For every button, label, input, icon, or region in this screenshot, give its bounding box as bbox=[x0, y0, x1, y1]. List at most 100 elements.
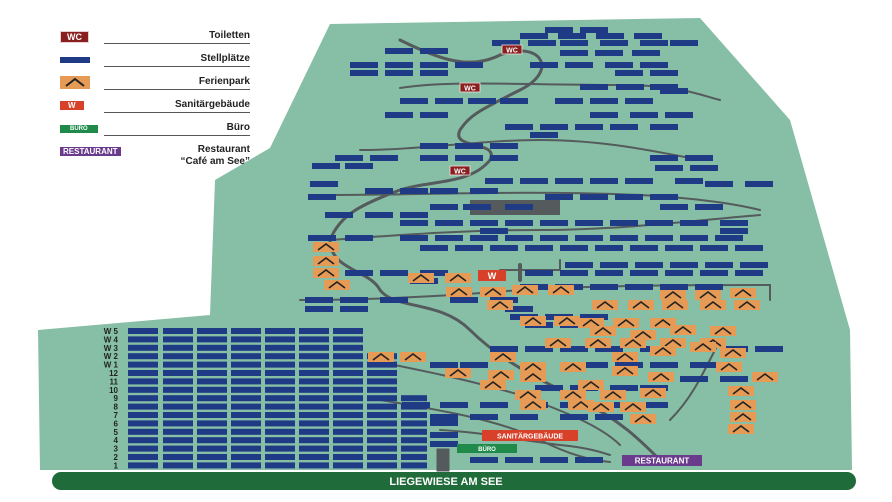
pitch[interactable] bbox=[510, 414, 538, 420]
pitch[interactable] bbox=[385, 70, 413, 76]
pitch[interactable] bbox=[128, 437, 158, 444]
pitch[interactable] bbox=[231, 328, 261, 334]
pitch[interactable] bbox=[630, 112, 658, 118]
sanitaergebaeude-building[interactable]: SANITÄRGEBÄUDE bbox=[482, 430, 578, 441]
pitch[interactable] bbox=[401, 462, 427, 469]
pitch[interactable] bbox=[635, 262, 663, 268]
holiday-home[interactable] bbox=[545, 338, 571, 348]
pitch[interactable] bbox=[197, 454, 227, 460]
pitch[interactable] bbox=[299, 403, 329, 410]
pitch[interactable] bbox=[385, 62, 413, 68]
pitch[interactable] bbox=[560, 414, 588, 420]
pitch[interactable] bbox=[299, 328, 329, 334]
pitch[interactable] bbox=[420, 70, 448, 76]
pitch[interactable] bbox=[615, 194, 643, 200]
pitch[interactable] bbox=[480, 402, 508, 408]
pitch[interactable] bbox=[590, 178, 618, 184]
pitch[interactable] bbox=[580, 194, 608, 200]
pitch[interactable] bbox=[350, 62, 378, 68]
pitch[interactable] bbox=[660, 204, 688, 210]
pitch[interactable] bbox=[430, 441, 458, 447]
holiday-home[interactable] bbox=[695, 290, 721, 300]
pitch[interactable] bbox=[580, 27, 608, 33]
holiday-home[interactable] bbox=[515, 390, 541, 400]
pitch[interactable] bbox=[231, 370, 261, 376]
pitch[interactable] bbox=[650, 155, 678, 161]
pitch[interactable] bbox=[650, 70, 678, 76]
pitch[interactable] bbox=[197, 378, 227, 385]
holiday-home[interactable] bbox=[487, 300, 513, 310]
pitch[interactable] bbox=[340, 306, 368, 312]
pitch[interactable] bbox=[163, 395, 193, 402]
pitch[interactable] bbox=[575, 220, 603, 226]
pitch[interactable] bbox=[540, 124, 568, 130]
pitch[interactable] bbox=[128, 428, 158, 435]
pitch[interactable] bbox=[430, 204, 458, 210]
wc-marker-2[interactable]: WC bbox=[459, 82, 481, 93]
pitch[interactable] bbox=[333, 361, 363, 368]
pitch[interactable] bbox=[632, 50, 660, 56]
pitch[interactable] bbox=[401, 454, 427, 460]
pitch[interactable] bbox=[470, 457, 498, 463]
pitch[interactable] bbox=[231, 344, 261, 351]
pitch[interactable] bbox=[595, 50, 623, 56]
pitch[interactable] bbox=[231, 403, 261, 410]
pitch[interactable] bbox=[545, 27, 573, 33]
pitch[interactable] bbox=[420, 155, 448, 161]
holiday-home[interactable] bbox=[408, 273, 434, 283]
pitch[interactable] bbox=[605, 62, 633, 68]
pitch[interactable] bbox=[197, 344, 227, 351]
pitch[interactable] bbox=[595, 245, 623, 251]
pitch[interactable] bbox=[430, 188, 458, 194]
pitch[interactable] bbox=[128, 344, 158, 351]
pitch[interactable] bbox=[400, 188, 428, 194]
pitch[interactable] bbox=[530, 132, 558, 138]
holiday-home[interactable] bbox=[728, 424, 754, 434]
pitch[interactable] bbox=[634, 33, 662, 39]
pitch[interactable] bbox=[695, 204, 723, 210]
pitch[interactable] bbox=[163, 344, 193, 351]
pitch[interactable] bbox=[505, 124, 533, 130]
pitch[interactable] bbox=[367, 420, 397, 427]
pitch[interactable] bbox=[367, 462, 397, 469]
pitch[interactable] bbox=[525, 245, 553, 251]
pitch[interactable] bbox=[333, 336, 363, 343]
pitch[interactable] bbox=[690, 362, 718, 368]
pitch[interactable] bbox=[128, 462, 158, 469]
holiday-home[interactable] bbox=[600, 390, 626, 400]
pitch[interactable] bbox=[530, 62, 558, 68]
pitch[interactable] bbox=[455, 143, 483, 149]
pitch[interactable] bbox=[545, 194, 573, 200]
pitch[interactable] bbox=[128, 378, 158, 385]
pitch[interactable] bbox=[625, 178, 653, 184]
holiday-home[interactable] bbox=[700, 300, 726, 310]
pitch[interactable] bbox=[560, 270, 588, 276]
pitch[interactable] bbox=[505, 204, 533, 210]
pitch[interactable] bbox=[333, 462, 363, 469]
pitch[interactable] bbox=[163, 420, 193, 427]
pitch[interactable] bbox=[645, 235, 673, 241]
pitch[interactable] bbox=[231, 420, 261, 427]
pitch[interactable] bbox=[680, 235, 708, 241]
pitch[interactable] bbox=[312, 163, 340, 169]
holiday-home[interactable] bbox=[690, 342, 716, 352]
pitch[interactable] bbox=[385, 48, 413, 54]
pitch[interactable] bbox=[650, 84, 678, 90]
pitch[interactable] bbox=[231, 353, 261, 360]
pitch[interactable] bbox=[345, 235, 373, 241]
pitch[interactable] bbox=[401, 395, 427, 402]
pitch[interactable] bbox=[580, 362, 608, 368]
pitch[interactable] bbox=[333, 412, 363, 418]
pitch[interactable] bbox=[610, 220, 638, 226]
pitch[interactable] bbox=[333, 428, 363, 435]
pitch[interactable] bbox=[197, 386, 227, 393]
pitch[interactable] bbox=[163, 462, 193, 469]
pitch[interactable] bbox=[440, 402, 468, 408]
pitch[interactable] bbox=[299, 370, 329, 376]
pitch[interactable] bbox=[705, 262, 733, 268]
pitch[interactable] bbox=[596, 33, 624, 39]
pitch[interactable] bbox=[468, 98, 496, 104]
holiday-home[interactable] bbox=[630, 330, 656, 340]
pitch[interactable] bbox=[645, 220, 673, 226]
pitch[interactable] bbox=[265, 403, 295, 410]
